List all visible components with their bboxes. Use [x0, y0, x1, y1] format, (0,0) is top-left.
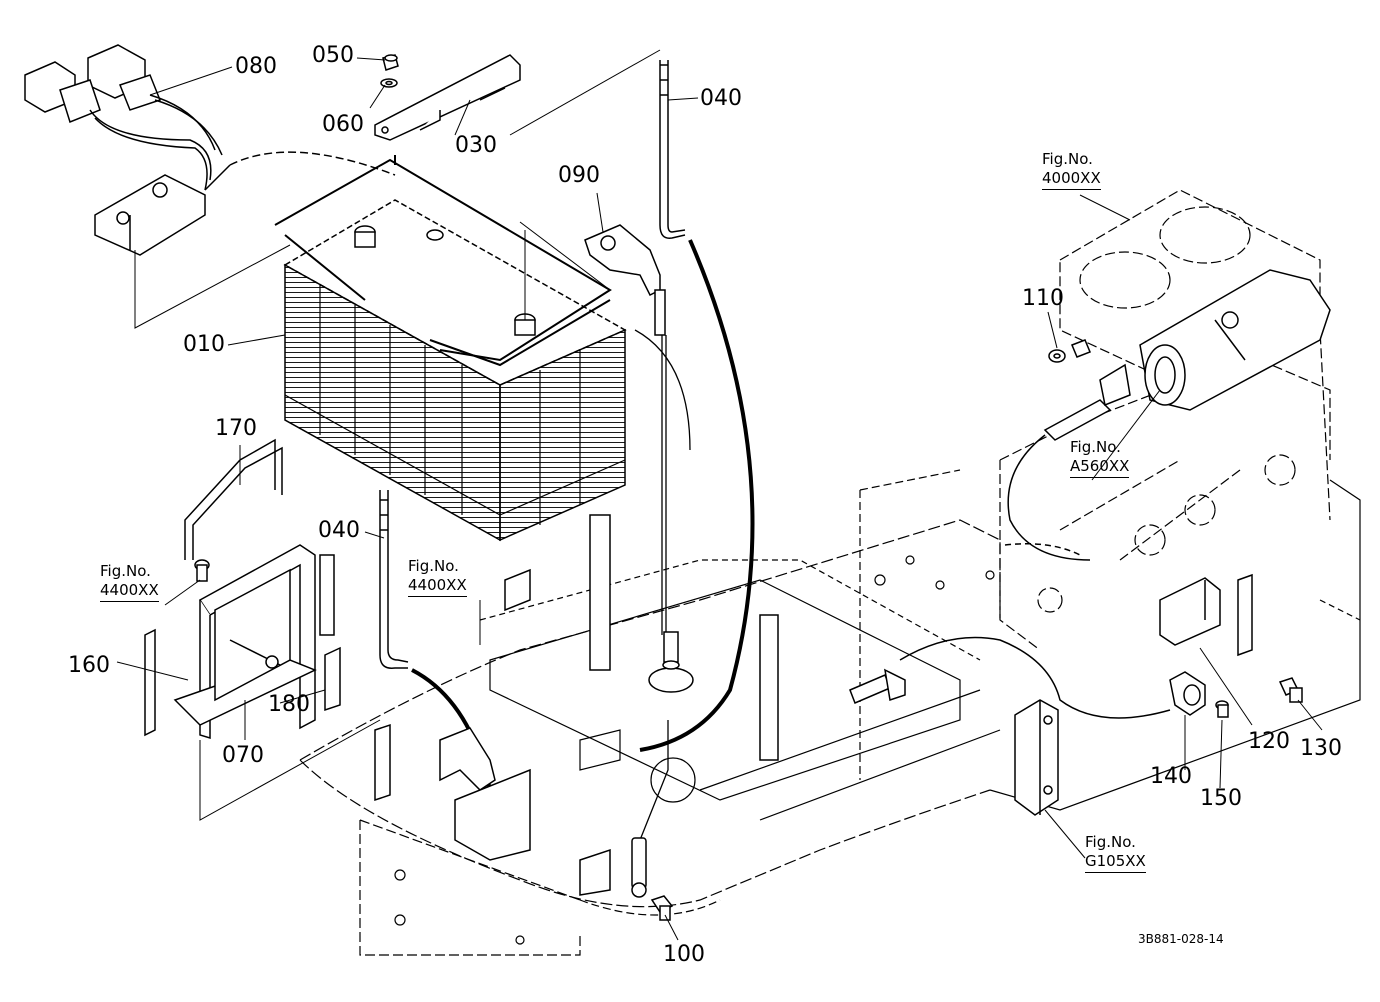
fig-caption: Fig.No. — [1085, 833, 1136, 851]
fig-number: G105XX — [1085, 852, 1146, 873]
harness-outline — [134, 244, 291, 329]
bolt-100 — [650, 895, 674, 921]
ground-cable — [634, 329, 691, 880]
part-label-170: 170 — [215, 416, 257, 441]
connector — [849, 668, 906, 704]
part-label-120: 120 — [1248, 729, 1290, 754]
pad-160 — [144, 628, 156, 737]
part-label-080: 080 — [235, 54, 277, 79]
part-label-030: 030 — [455, 133, 497, 158]
cable-route — [899, 434, 1171, 719]
battery-mount — [374, 514, 779, 896]
fig-ref-4400-left: Fig.No. 4400XX — [100, 562, 159, 602]
pad-180 — [324, 646, 341, 712]
part-label-150: 150 — [1200, 786, 1242, 811]
clamp-140 — [1169, 671, 1206, 716]
part-label-060: 060 — [322, 112, 364, 137]
fig-number: 4400XX — [408, 576, 467, 597]
rod-040-upper — [659, 60, 686, 239]
part-label-110: 110 — [1022, 286, 1064, 311]
engine-block — [999, 189, 1331, 651]
harness-080 — [24, 44, 231, 256]
fig-number: A560XX — [1070, 457, 1130, 478]
nut-050 — [382, 54, 399, 71]
rod-040-lower — [379, 490, 409, 669]
part-label-140: 140 — [1150, 764, 1192, 789]
fig-ref-a560: Fig.No. A560XX — [1070, 438, 1130, 478]
bolt-150 — [1215, 700, 1229, 718]
fig-caption: Fig.No. — [1042, 150, 1093, 168]
fig-caption: Fig.No. — [408, 557, 459, 575]
bracket-120 — [1159, 573, 1253, 657]
bolt-4400-left — [194, 559, 210, 582]
fig-ref-g105: Fig.No. G105XX — [1085, 833, 1146, 873]
starter-cable — [1043, 363, 1131, 441]
part-label-100: 100 — [663, 942, 705, 967]
fig-caption: Fig.No. — [1070, 438, 1121, 456]
drawing-code: 3B881-028-14 — [1138, 932, 1224, 946]
bracket-outline — [199, 719, 381, 821]
terminal-090 — [584, 224, 666, 336]
nut-110 — [1048, 339, 1091, 363]
block-g105 — [1014, 699, 1059, 816]
washer-060 — [380, 78, 398, 88]
stay-170 — [184, 438, 283, 560]
fig-ref-4000: Fig.No. 4000XX — [1042, 150, 1101, 190]
battery-010 — [283, 199, 627, 542]
part-label-130: 130 — [1300, 736, 1342, 761]
harness-wires — [89, 94, 396, 191]
part-label-010: 010 — [183, 332, 225, 357]
bolt-130 — [1278, 677, 1303, 703]
battery-stay-030 — [374, 54, 521, 141]
fig-caption: Fig.No. — [100, 562, 151, 580]
part-label-090: 090 — [558, 163, 600, 188]
bracket-070 — [173, 544, 335, 740]
fig-number: 4000XX — [1042, 169, 1101, 190]
leader-lines — [116, 49, 1323, 941]
part-label-160: 160 — [68, 653, 110, 678]
part-label-040-upper: 040 — [700, 86, 742, 111]
part-label-180: 180 — [268, 692, 310, 717]
part-label-070: 070 — [222, 743, 264, 768]
part-label-050: 050 — [312, 43, 354, 68]
reference-lines — [519, 221, 611, 320]
starter-motor — [1139, 269, 1331, 411]
fig-number: 4400XX — [100, 581, 159, 602]
part-label-040-lower: 040 — [318, 518, 360, 543]
ground-clamp — [631, 631, 694, 898]
fig-ref-4400-center: Fig.No. 4400XX — [408, 557, 467, 597]
